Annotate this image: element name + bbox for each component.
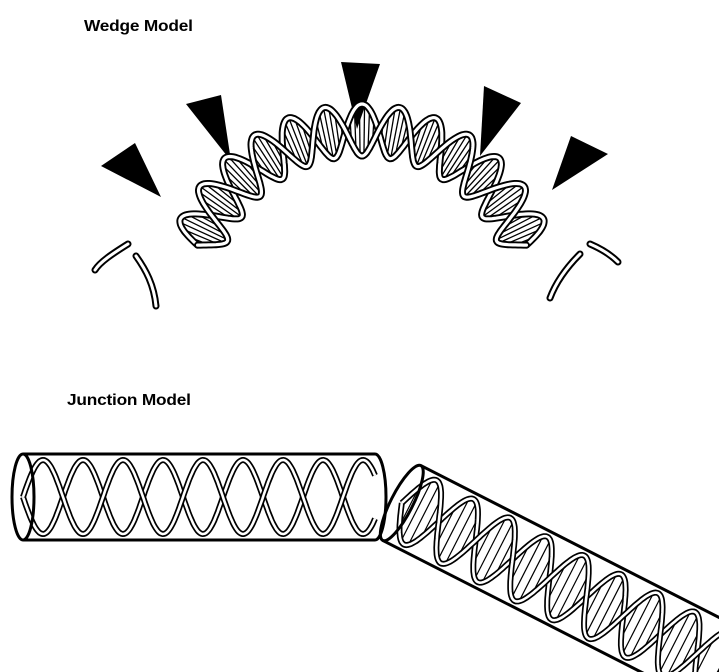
wedge-arrowhead-4 [480, 86, 521, 156]
straight-dna-cylinder-segment-left [12, 454, 386, 540]
cylinder-top-edge [421, 466, 719, 624]
base-pair [364, 105, 365, 156]
helix-end-outline-2 [136, 256, 156, 306]
cylinder-strand-a-outline [385, 471, 719, 672]
wedge-arrowhead-1 [101, 143, 161, 197]
wedge-arrowhead-2 [186, 95, 231, 161]
wedge-arrowhead-5 [552, 136, 608, 190]
junction-model-diagram [12, 454, 719, 672]
wedge-arrowheads [101, 62, 608, 197]
base-pair [359, 105, 360, 156]
tilted-dna-cylinder-segment-right [373, 461, 719, 672]
curved-dna-double-helix [95, 104, 618, 306]
wedge-model-diagram [95, 62, 618, 306]
